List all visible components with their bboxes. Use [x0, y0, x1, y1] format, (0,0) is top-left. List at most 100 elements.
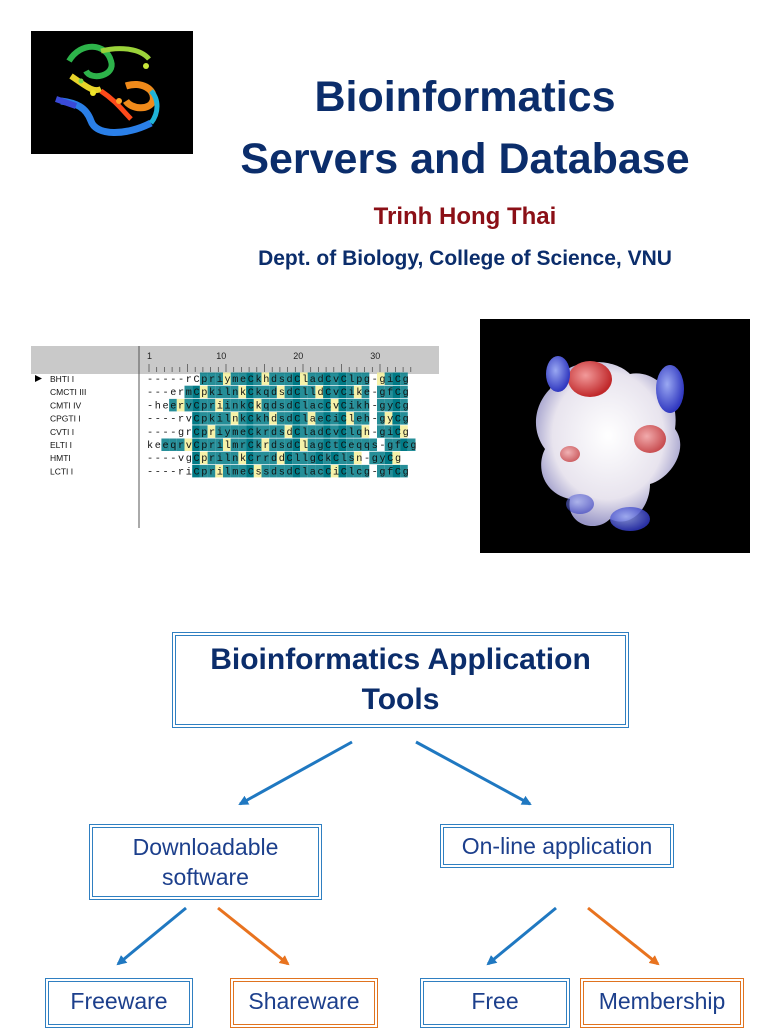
residue-cell [307, 425, 316, 438]
residue-cell [199, 438, 208, 451]
residue-cell [207, 385, 216, 399]
tools-root-box: Bioinformatics Application Tools [172, 632, 629, 728]
residue-cell [253, 451, 262, 465]
residue-cell [307, 464, 316, 478]
author-name: Trinh Hong Thai [373, 203, 557, 230]
residue-cell [238, 412, 247, 425]
alignment-rows: BHTI I-----rCpriymeCkhdsdCladCvClpg-giCg… [35, 372, 416, 478]
residue-cell [261, 412, 270, 425]
residue-cell [207, 451, 216, 465]
residue-cell [353, 412, 362, 425]
sequence-text: keeqrvCprilmrCkrdsdClagCtCeqqs-gfCg [147, 440, 416, 452]
residue-cell [392, 464, 401, 478]
residue-cell [361, 385, 370, 399]
residue-cell [215, 398, 223, 412]
residue-cell [215, 464, 223, 478]
residue-cell [192, 412, 200, 425]
residue-cell [215, 425, 223, 438]
residue-cell [276, 438, 285, 451]
residue-cell [230, 451, 239, 465]
residue-cell [353, 451, 362, 465]
residue-cell [284, 385, 293, 399]
residue-cell [307, 372, 316, 385]
alignment-row: BHTI I-----rCpriymeCkhdsdCladCvClpg-giCg [35, 372, 409, 386]
residue-cell [246, 385, 254, 399]
residue-cell [384, 438, 393, 451]
residue-cell [377, 398, 385, 412]
residue-cell [269, 385, 277, 399]
residue-cell [338, 451, 347, 465]
residue-cell [276, 398, 285, 412]
residue-cell [230, 412, 239, 425]
residue-cell [400, 385, 408, 399]
residue-cell [338, 372, 347, 385]
residue-cell [230, 398, 239, 412]
residue-cell [346, 464, 354, 478]
residue-cell [400, 464, 408, 478]
author-affiliation: Dept. of Biology, College of Science, VN… [258, 247, 672, 270]
residue-cell [192, 438, 200, 451]
residue-cell [323, 425, 331, 438]
residue-cell [269, 438, 277, 451]
residue-cell [169, 438, 177, 451]
residue-cell [238, 438, 247, 451]
residue-cell [176, 438, 185, 451]
online-application-box: On-line application [440, 824, 674, 868]
residue-cell [330, 451, 339, 465]
sequence-name: CVTI I [50, 427, 74, 437]
residue-cell [315, 425, 324, 438]
residue-cell [307, 438, 316, 451]
residue-cell [192, 398, 200, 412]
residue-cell [261, 398, 270, 412]
arrow-to-membership [587, 906, 660, 966]
residue-cell [215, 372, 223, 385]
alignment-row: HMTI----vgCprilnkCrrddCllgCkClsn-gyCg [50, 451, 401, 465]
residue-cell [330, 425, 339, 438]
residue-cell [284, 398, 293, 412]
residue-cell [384, 412, 393, 425]
sequence-name: CPGTI I [50, 414, 81, 424]
residue-cell [361, 464, 370, 478]
residue-cell [300, 464, 308, 478]
residue-cell [223, 451, 231, 465]
residue-cell [292, 438, 300, 451]
residue-cell [330, 372, 339, 385]
residue-cell [315, 398, 324, 412]
sequence-name: CMTI IV [50, 400, 81, 410]
residue-cell [230, 425, 239, 438]
residue-cell [199, 425, 208, 438]
residue-cell [269, 464, 277, 478]
residue-cell [330, 438, 339, 451]
residue-cell [338, 425, 347, 438]
residue-cell [346, 385, 354, 399]
selected-row-marker-icon [35, 375, 42, 382]
residue-cell [346, 451, 354, 465]
residue-cell [230, 385, 239, 399]
residue-cell [184, 385, 193, 399]
residue-cell [392, 451, 401, 465]
residue-cell [361, 412, 370, 425]
sequence-text: ----grCpriymeCkrdsdCladCvClqh-giCg [147, 427, 409, 439]
residue-cell [346, 412, 354, 425]
free-box: Free [420, 978, 570, 1028]
residue-cell [330, 464, 339, 478]
alignment-row: LCTI I----riCprilmeCssdsdClacCiClcg-gfCg [50, 464, 409, 478]
residue-cell [276, 425, 285, 438]
residue-cell [192, 451, 200, 465]
sequence-name: HMTI [50, 453, 71, 463]
residue-cell [392, 398, 401, 412]
residue-cell [353, 438, 362, 451]
residue-cell [161, 438, 170, 451]
residue-cell [276, 372, 285, 385]
residue-cell [207, 412, 216, 425]
residue-cell [246, 464, 254, 478]
residue-cell [246, 412, 254, 425]
residue-cell [192, 425, 200, 438]
ruler-label: 30 [370, 351, 380, 361]
residue-cell [276, 412, 285, 425]
residue-cell [361, 398, 370, 412]
residue-cell [223, 438, 231, 451]
